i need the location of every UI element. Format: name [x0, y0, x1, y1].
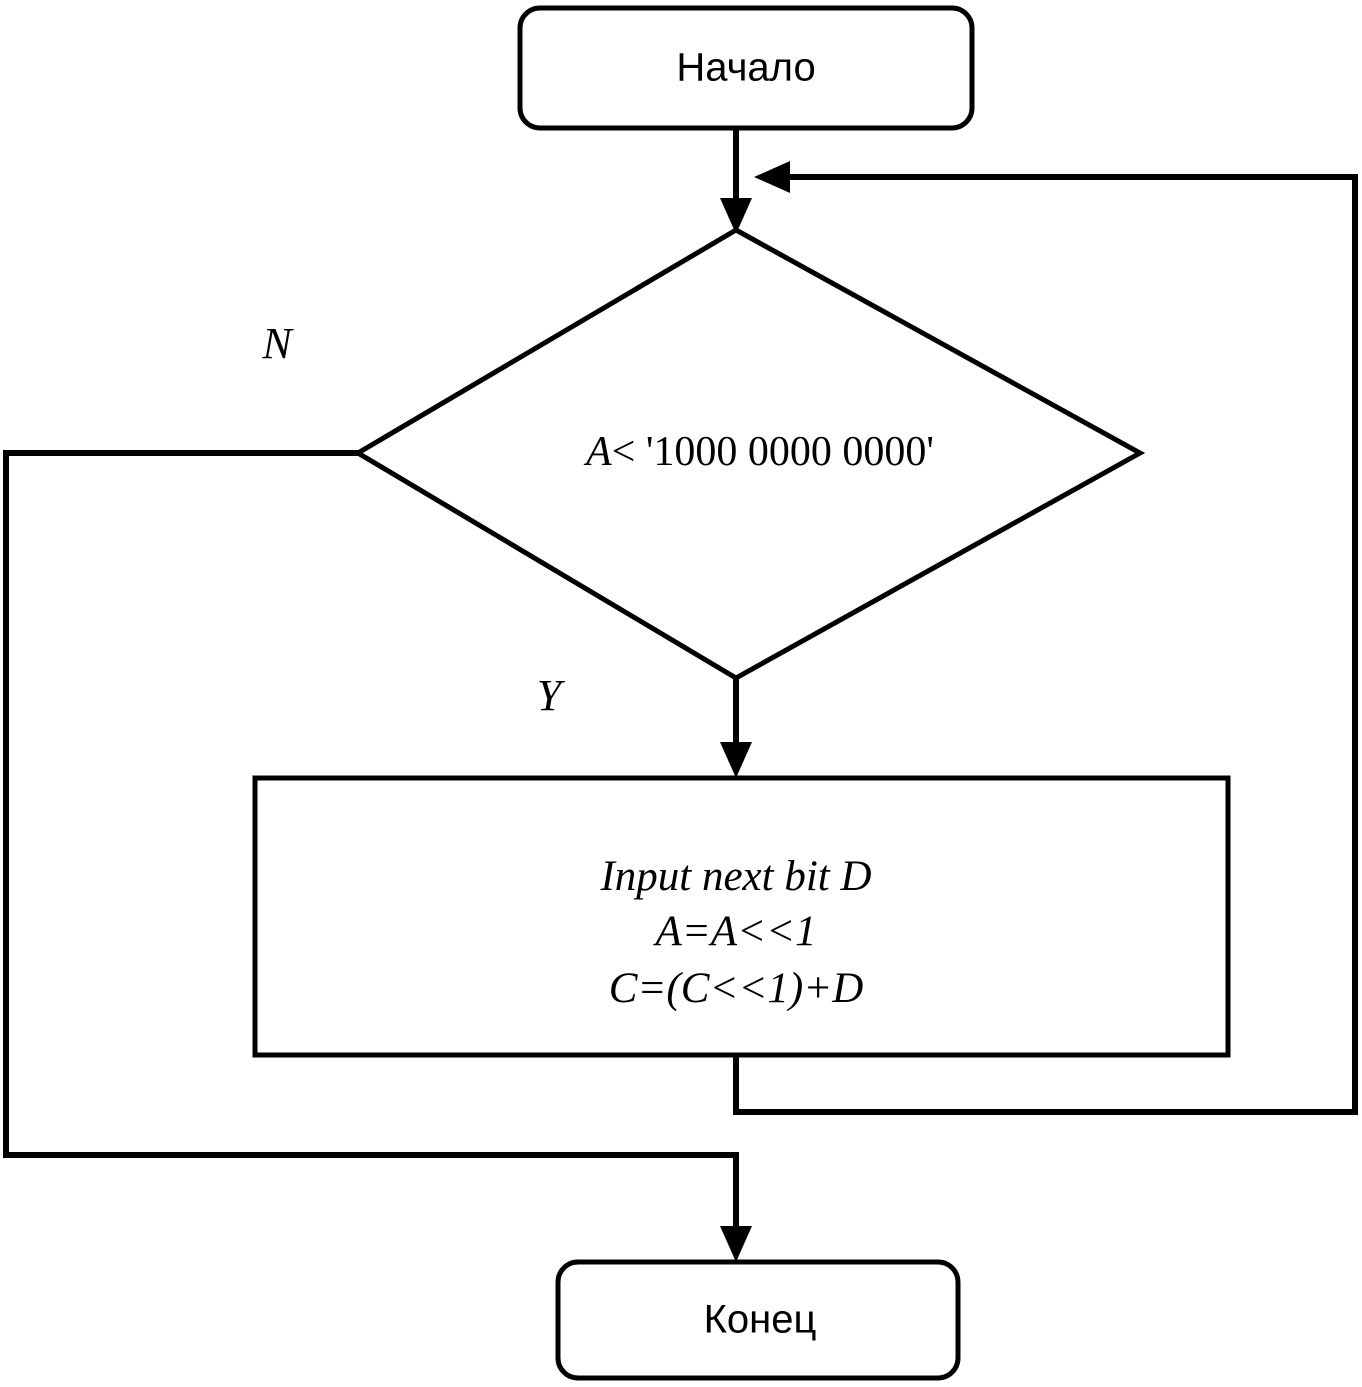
start-terminal-shape: [517, 5, 975, 131]
decision-label-variable: A: [583, 429, 612, 475]
node-end[interactable]: Конец: [555, 1259, 961, 1381]
decision-label-operator: <: [612, 429, 646, 475]
arrowhead-decision-no: [720, 1226, 752, 1262]
arrowhead-loop-back: [754, 161, 790, 193]
decision-diamond-shape: [353, 227, 1146, 681]
edge-label-no: N: [261, 319, 294, 368]
end-terminal-shape: [555, 1259, 961, 1381]
node-start[interactable]: Начало: [517, 5, 975, 131]
edge-loop-back-to-decision: [733, 174, 1358, 1115]
process-line-1: Input next bit D: [599, 853, 871, 900]
decision-label-value: '1000 0000 0000': [646, 429, 934, 475]
decision-label: A< '1000 0000 0000': [583, 429, 934, 475]
process-line-2: A=A<<1: [652, 908, 816, 955]
arrowhead-decision-yes: [720, 742, 752, 778]
end-terminal-label: Конец: [704, 1298, 817, 1342]
node-process[interactable]: Input next bit D A=A<<1 C=(C<<1)+D: [252, 775, 1231, 1058]
edge-label-yes: Y: [537, 671, 566, 720]
edge-decision-no-to-end: [3, 450, 739, 1244]
node-decision[interactable]: A< '1000 0000 0000': [353, 227, 1146, 681]
process-box-shape: [252, 775, 1231, 1058]
arrowhead-start-to-decision: [720, 198, 752, 234]
start-terminal-label: Начало: [676, 46, 815, 90]
process-line-3: C=(C<<1)+D: [609, 965, 864, 1012]
